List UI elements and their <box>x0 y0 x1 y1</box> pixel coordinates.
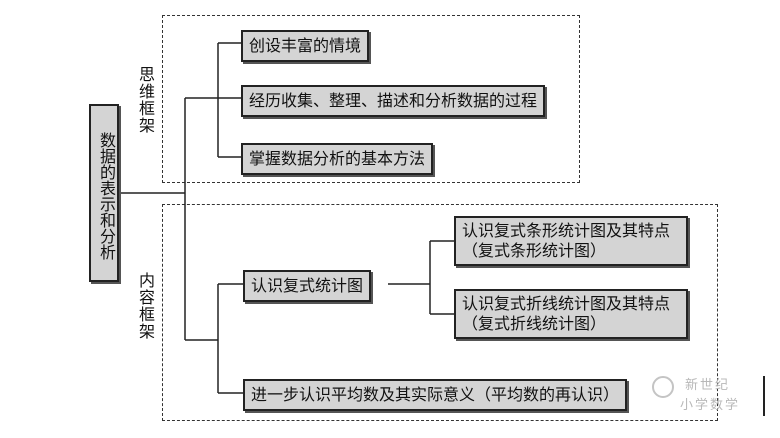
sub-item-1-title: 认识复式条形统计图及其特点 <box>462 221 671 240</box>
watermark-line-1: 新世纪 <box>685 378 731 393</box>
sub-item-2-title: 认识复式折线统计图及其特点 <box>462 294 671 313</box>
root-label: 数据的表示和分析 <box>97 132 116 260</box>
thinking-item-2: 经历收集、整理、描述和分析数据的过程 <box>241 85 546 117</box>
sub-item-1: 认识复式条形统计图及其特点 （复式条形统计图） <box>454 216 688 266</box>
group-label-thinking: 思维框架 <box>136 66 155 134</box>
watermark-line-2: 小学数学 <box>680 398 741 413</box>
group-label-content: 内容框架 <box>136 272 155 340</box>
thinking-item-3: 掌握数据分析的基本方法 <box>241 143 434 175</box>
content-framework-frame <box>162 204 718 421</box>
thinking-item-1: 创设丰富的情境 <box>241 30 370 62</box>
sub-item-1-note: （复式条形统计图） <box>462 241 607 260</box>
root-node: 数据的表示和分析 <box>89 104 119 282</box>
watermark-logo-icon <box>652 376 674 398</box>
sub-item-2: 认识复式折线统计图及其特点 （复式折线统计图） <box>454 289 688 339</box>
thinking-framework-frame <box>162 15 580 183</box>
edge-divider <box>763 376 765 416</box>
content-item-1: 认识复式统计图 <box>243 270 372 302</box>
sub-item-2-note: （复式折线统计图） <box>462 314 607 333</box>
content-item-2: 进一步认识平均数及其实际意义（平均数的再认识） <box>243 379 628 411</box>
